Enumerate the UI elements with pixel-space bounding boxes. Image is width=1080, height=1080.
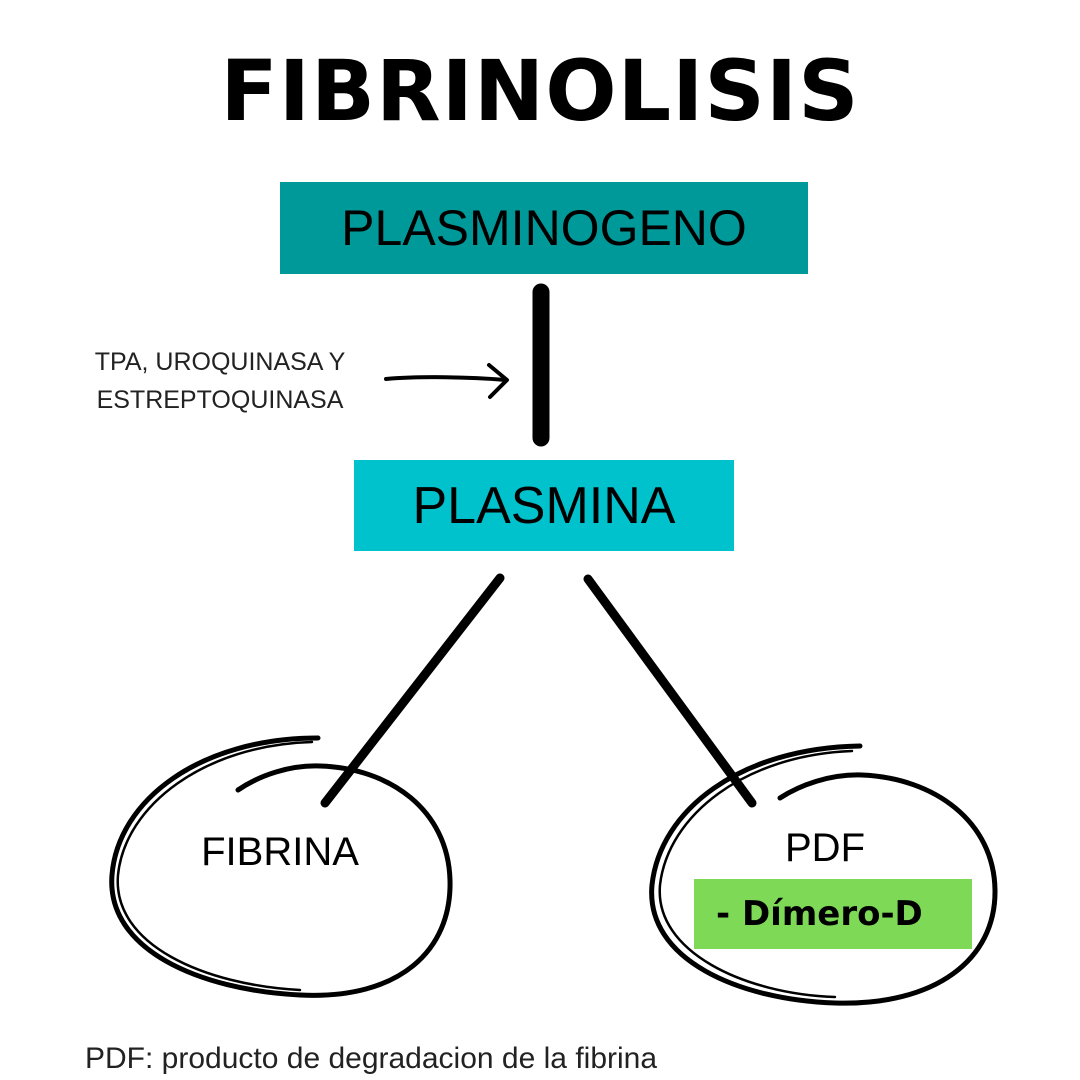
dimero-d-badge: - Dímero-D: [694, 879, 972, 949]
branch-line-pdf: [583, 574, 757, 808]
pdf-circle: [649, 743, 998, 1006]
pdf-label: PDF: [785, 826, 865, 870]
footnote: PDF: producto de degradacion de la fibri…: [85, 1042, 658, 1075]
fibrina-label: FIBRINA: [201, 830, 359, 874]
plasminogeno-box: PLASMINOGENO: [280, 182, 808, 274]
arrow-head-icon: [487, 363, 509, 399]
dimero-d-label: - Dímero-D: [716, 894, 923, 934]
activators-line-1: TPA, UROQUINASA Y: [94, 348, 346, 376]
plasmina-label: PLASMINA: [412, 476, 676, 535]
plasmina-box: PLASMINA: [354, 460, 734, 551]
activator-arrow: [384, 375, 508, 382]
activators-line-2: ESTREPTOQUINASA: [96, 386, 344, 414]
page-title: FIBRINOLISIS: [220, 42, 860, 140]
activators-label: TPA, UROQUINASA Y ESTREPTOQUINASA: [70, 343, 370, 419]
fibrina-circle: [109, 735, 453, 998]
branch-line-fibrina: [320, 573, 505, 808]
plasminogeno-label: PLASMINOGENO: [341, 200, 747, 256]
